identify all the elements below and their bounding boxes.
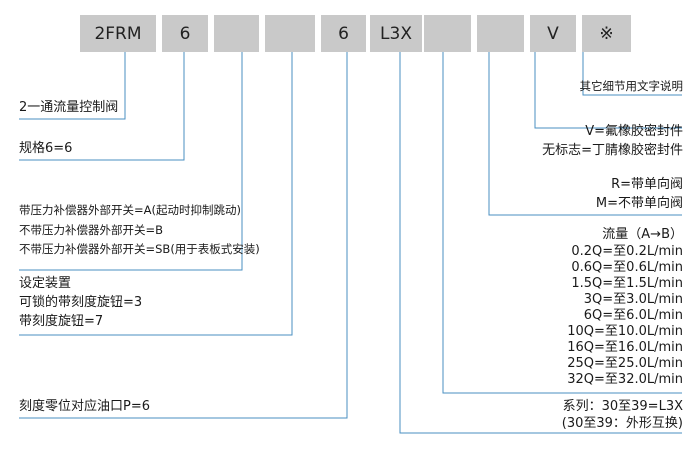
label-type: 2一通流量控制阀 bbox=[19, 100, 119, 115]
connector-flow bbox=[442, 52, 682, 394]
code-box-type: 2FRM bbox=[80, 15, 156, 52]
label-flow-2: 1.5Q=至1.5L/min bbox=[571, 276, 683, 291]
label-setting-title: 设定装置 bbox=[19, 276, 72, 291]
label-other: 其它细节用文字说明 bbox=[579, 79, 684, 93]
label-flow-0: 0.2Q=至0.2L/min bbox=[571, 244, 683, 259]
label-check-r: R=带单向阀 bbox=[611, 177, 683, 192]
label-series: 系列：30至39=L3X bbox=[562, 399, 683, 414]
label-series-note: (30至39：外形互换) bbox=[561, 416, 683, 431]
label-flow-5: 10Q=至10.0L/min bbox=[567, 324, 683, 339]
connector-size bbox=[19, 52, 185, 161]
label-size: 规格6=6 bbox=[19, 141, 73, 156]
connector-check bbox=[488, 52, 682, 216]
label-comp-sb: 不带压力补偿器外部开关=SB(用于表板式安装) bbox=[19, 242, 260, 256]
connector-series bbox=[399, 52, 682, 434]
label-flow-1: 0.6Q=至0.6L/min bbox=[571, 260, 683, 275]
code-box-check bbox=[477, 15, 524, 52]
label-comp-b: 不带压力补偿器外部开关=B bbox=[19, 223, 164, 237]
connector-comp bbox=[19, 52, 243, 271]
label-flow-7: 25Q=至25.0L/min bbox=[567, 356, 683, 371]
label-flow-4: 6Q=至6.0L/min bbox=[583, 308, 683, 323]
label-comp-a: 带压力补偿器外部开关=A(起动时抑制跳动) bbox=[19, 203, 241, 217]
code-box-series: L3X bbox=[370, 15, 422, 52]
label-flow-title: 流量（A→B） bbox=[602, 227, 683, 242]
label-flow-3: 3Q=至3.0L/min bbox=[583, 292, 683, 307]
connector-zero bbox=[19, 52, 348, 419]
label-flow-8: 32Q=至32.0L/min bbox=[567, 372, 683, 387]
code-box-flow bbox=[424, 15, 471, 52]
connector-type bbox=[19, 52, 126, 120]
label-setting-7: 带刻度旋钮=7 bbox=[19, 314, 104, 329]
connector-setting bbox=[19, 52, 293, 336]
code-box-setting bbox=[265, 15, 315, 52]
label-flow-6: 16Q=至16.0L/min bbox=[567, 340, 683, 355]
connector-other bbox=[582, 52, 682, 96]
label-setting-3: 可锁的带刻度旋钮=3 bbox=[19, 295, 143, 310]
code-box-comp bbox=[214, 15, 259, 52]
code-box-zero: 6 bbox=[321, 15, 366, 52]
label-zero: 刻度零位对应油口P=6 bbox=[19, 399, 151, 414]
code-box-size: 6 bbox=[162, 15, 208, 52]
label-seal-v: V=氟橡胶密封件 bbox=[585, 124, 683, 139]
code-box-other: ※ bbox=[582, 15, 631, 52]
label-seal-none: 无标志=丁腈橡胶密封件 bbox=[542, 143, 683, 158]
connector-seal bbox=[534, 52, 682, 129]
code-box-seal: V bbox=[530, 15, 576, 52]
label-check-m: M=不带单向阀 bbox=[595, 196, 683, 211]
